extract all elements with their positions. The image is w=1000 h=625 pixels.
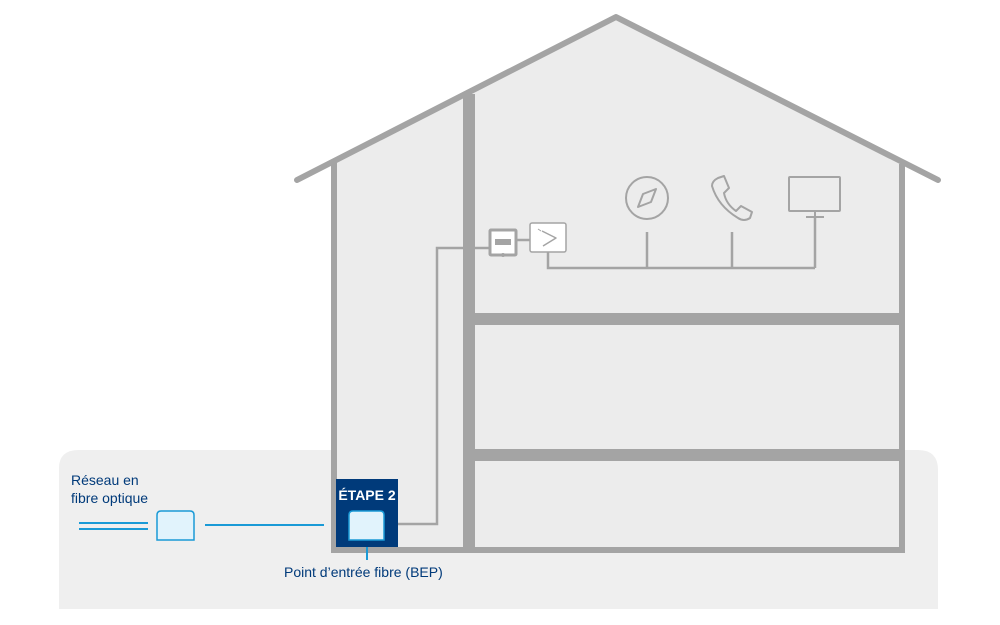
network-label-line2: fibre optique <box>71 490 149 506</box>
step-label: ÉTAPE 2 <box>338 487 396 503</box>
house <box>294 14 941 553</box>
internal-wiring <box>398 217 817 526</box>
fiber-outlet-icon <box>348 510 385 541</box>
network-label: Réseau en fibre optique <box>71 471 191 507</box>
optical-termination-icon <box>488 228 518 257</box>
phone-icon <box>711 175 753 221</box>
fiber-cable-icon <box>79 522 148 530</box>
street-fiber-box <box>156 510 195 541</box>
house-roof <box>294 14 941 183</box>
compass-icon <box>625 176 669 220</box>
router-icon <box>529 222 567 253</box>
monitor-icon <box>788 176 841 218</box>
bep-label: Point d’entrée fibre (BEP) <box>284 564 443 580</box>
network-label-line1: Réseau en <box>71 472 139 488</box>
